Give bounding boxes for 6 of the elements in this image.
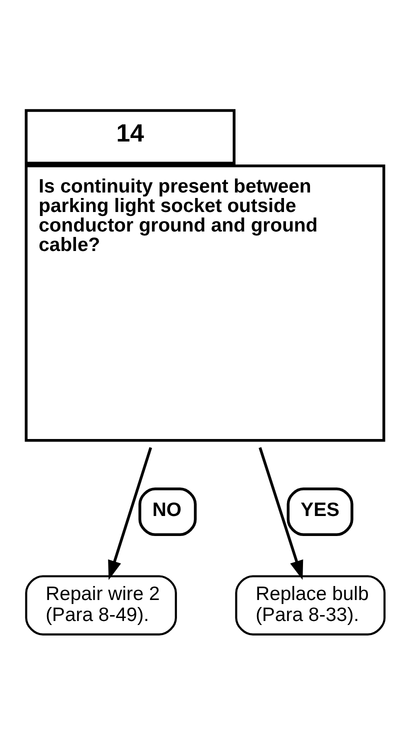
node-box: Replace bulb (Para 8-33). xyxy=(235,575,386,636)
edge-label: YES xyxy=(300,499,340,522)
arrow xyxy=(258,447,304,580)
node-box: Repair wire 2 (Para 8-49). xyxy=(25,575,177,636)
arrow xyxy=(108,447,152,580)
edge-label: NO xyxy=(152,499,182,522)
